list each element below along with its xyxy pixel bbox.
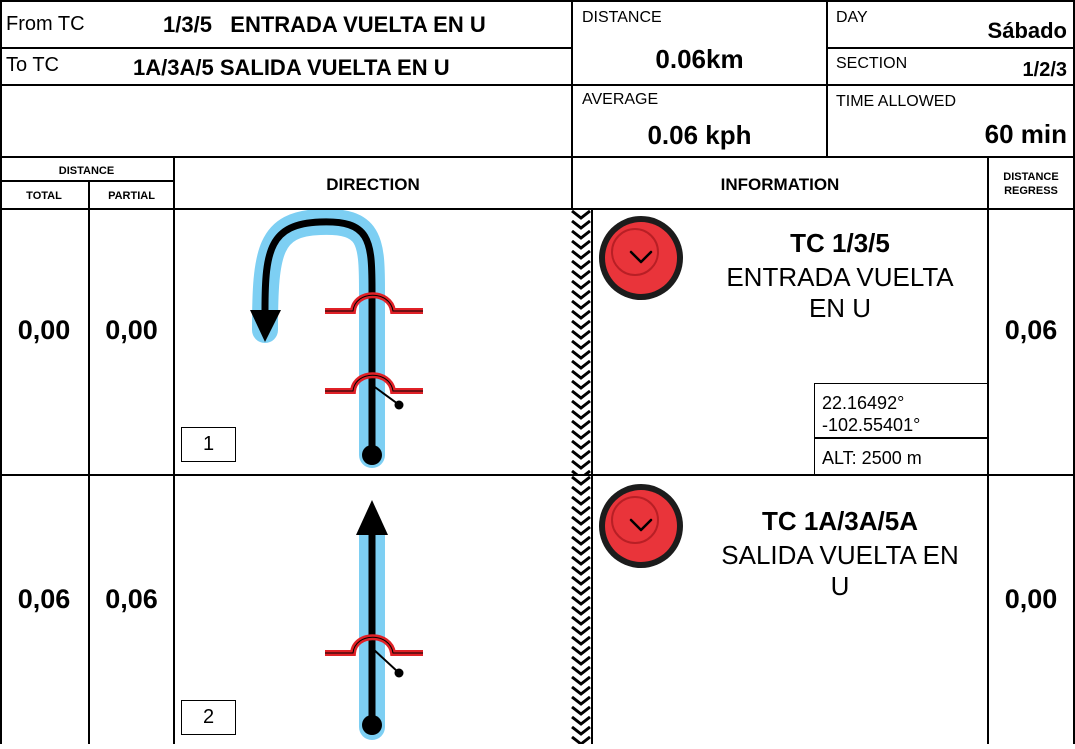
divider xyxy=(0,474,1075,476)
row1-number-box: 1 xyxy=(181,427,236,462)
col-partial: PARTIAL xyxy=(108,190,155,202)
row1-longitude: -102.55401° xyxy=(822,415,921,435)
row1-altitude: ALT: 2500 m xyxy=(822,448,922,468)
to-tc-label: To TC xyxy=(6,54,59,76)
day-label: DAY xyxy=(836,9,868,26)
row2-distance-regress: 0,00 xyxy=(1004,584,1058,614)
row1-distance-regress: 0,06 xyxy=(1004,315,1058,345)
row2-total: 0,06 xyxy=(17,584,71,614)
col-distance-regress-1: DISTANCE xyxy=(1003,171,1059,183)
col-distance: DISTANCE xyxy=(58,165,115,177)
divider xyxy=(814,437,989,439)
row2-partial: 0,06 xyxy=(105,584,158,614)
from-tc-value: 1/3/5 ENTRADA VUELTA EN U xyxy=(163,12,486,37)
divider xyxy=(591,210,593,744)
divider xyxy=(826,0,828,156)
to-tc-value: 1A/3A/5 SALIDA VUELTA EN U xyxy=(133,55,450,80)
border-left xyxy=(0,0,2,744)
from-tc-label: From TC xyxy=(6,13,85,35)
zigzag-strip xyxy=(571,476,591,744)
divider xyxy=(173,156,175,744)
time-control-icon xyxy=(599,484,683,568)
row2-tc-line2: U xyxy=(830,571,850,601)
divider xyxy=(88,180,90,744)
row1-tulip-diagram xyxy=(175,208,571,474)
divider xyxy=(0,180,173,182)
border-top xyxy=(0,0,1075,2)
distance-label: DISTANCE xyxy=(582,9,662,26)
row1-tc-title: TC 1/3/5 xyxy=(790,228,890,258)
divider xyxy=(571,156,573,208)
time-control-icon xyxy=(599,216,683,300)
row1-total: 0,00 xyxy=(17,315,71,345)
col-information: INFORMATION xyxy=(720,175,840,194)
day-value: Sábado xyxy=(987,18,1067,43)
divider xyxy=(826,47,1075,49)
row1-partial: 0,00 xyxy=(105,315,158,345)
row1-coords-box xyxy=(814,383,989,474)
row1-tc-line2: EN U xyxy=(808,293,872,323)
border-right xyxy=(1073,0,1075,744)
col-total: TOTAL xyxy=(26,190,62,202)
divider xyxy=(987,156,989,744)
col-distance-regress-2: REGRESS xyxy=(1004,185,1058,197)
row2-tulip-diagram xyxy=(175,476,571,744)
row2-number-box: 2 xyxy=(181,700,236,735)
divider xyxy=(571,0,573,156)
time-allowed-label: TIME ALLOWED xyxy=(836,93,957,110)
divider xyxy=(0,84,1075,86)
divider xyxy=(0,47,573,49)
time-allowed-value: 60 min xyxy=(984,119,1067,149)
row1-tc-line1: ENTRADA VUELTA xyxy=(726,262,954,292)
row2-tc-title: TC 1A/3A/5A xyxy=(761,506,919,536)
col-direction: DIRECTION xyxy=(326,175,420,194)
zigzag-strip xyxy=(571,210,591,474)
section-label: SECTION xyxy=(836,55,908,72)
distance-value: 0.06km xyxy=(655,44,744,74)
row2-tc-line1: SALIDA VUELTA EN xyxy=(721,540,959,570)
average-value: 0.06 kph xyxy=(647,120,752,150)
average-label: AVERAGE xyxy=(582,91,659,108)
row1-latitude: 22.16492° xyxy=(822,393,905,413)
section-value: 1/2/3 xyxy=(1022,59,1067,81)
divider xyxy=(0,156,1075,158)
divider xyxy=(0,208,1075,210)
